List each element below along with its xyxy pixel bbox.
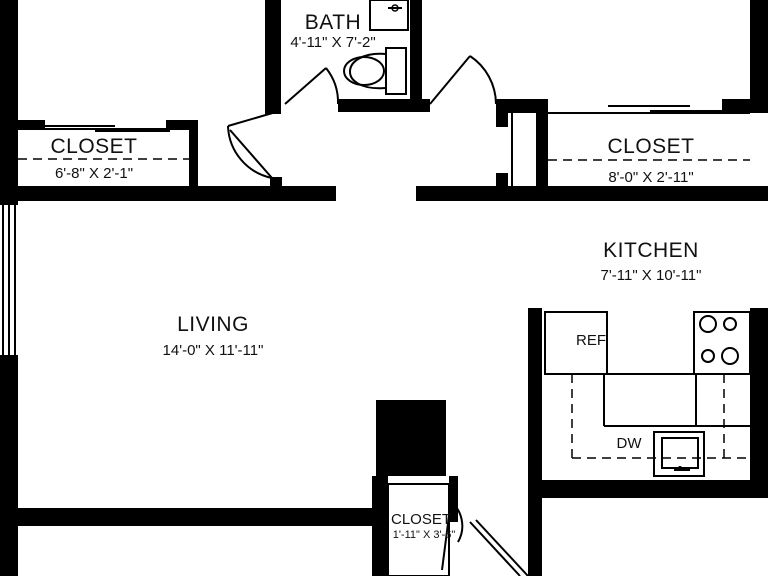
bath-name: BATH	[305, 11, 361, 34]
toilet	[343, 47, 407, 95]
wall-living-top-left	[0, 186, 336, 201]
closet-left-sliding-door	[35, 125, 170, 132]
wall-segment	[496, 99, 508, 127]
entry-door	[469, 519, 529, 576]
wall-segment	[496, 173, 508, 199]
small-closet-name: CLOSET	[391, 511, 451, 528]
bath-dims: 4'-11" X 7'-2"	[290, 34, 375, 51]
window-left	[0, 205, 18, 355]
kitchen-wall-bottom	[528, 480, 768, 498]
wall-living-top-right	[416, 186, 768, 201]
column-block	[376, 400, 446, 476]
living-dims: 14'-0" X 11'-11"	[163, 342, 264, 359]
wall-segment	[496, 99, 548, 113]
wall-segment	[166, 120, 198, 129]
closet-right-name: CLOSET	[607, 135, 694, 158]
bath-wall-left	[265, 0, 281, 114]
wall-segment	[536, 99, 548, 199]
refrigerator-label: REF	[576, 332, 606, 349]
wall-segment	[0, 120, 45, 129]
kitchen-dims: 7'-11" X 10'-11"	[601, 267, 702, 284]
closet-left-name: CLOSET	[50, 135, 137, 158]
bath-door	[284, 67, 340, 105]
closet-right-dims: 8'-0" X 2'-11"	[608, 169, 693, 186]
bath-wall-right	[410, 0, 422, 110]
outer-wall-right-top	[750, 0, 768, 113]
closet-left-dims: 6'-8" X 2'-1"	[55, 165, 133, 182]
kitchen-name: KITCHEN	[603, 239, 699, 262]
living-wall-bottom	[0, 508, 378, 526]
kitchen-counter	[545, 373, 750, 459]
wall-segment	[270, 177, 282, 199]
small-closet-dims: 1'-11" X 3'-6"	[393, 529, 456, 541]
bedroom-right-door	[429, 55, 497, 105]
outer-wall-right	[750, 308, 768, 498]
bath-sink	[369, 0, 409, 31]
wall-segment	[189, 120, 198, 198]
range-stove	[693, 311, 751, 375]
dishwasher-label: DW	[617, 435, 643, 452]
kitchen-sink	[653, 431, 705, 477]
kitchen-wall-left	[528, 308, 542, 576]
small-closet-wall-right	[449, 476, 458, 522]
bedroom-left-door	[227, 111, 277, 179]
closet-right-sliding-door	[608, 105, 730, 112]
living-name: LIVING	[177, 313, 249, 336]
small-closet-outline	[387, 483, 450, 576]
small-closet-wall-left	[372, 476, 388, 576]
bath-wall-bottom	[338, 99, 430, 112]
